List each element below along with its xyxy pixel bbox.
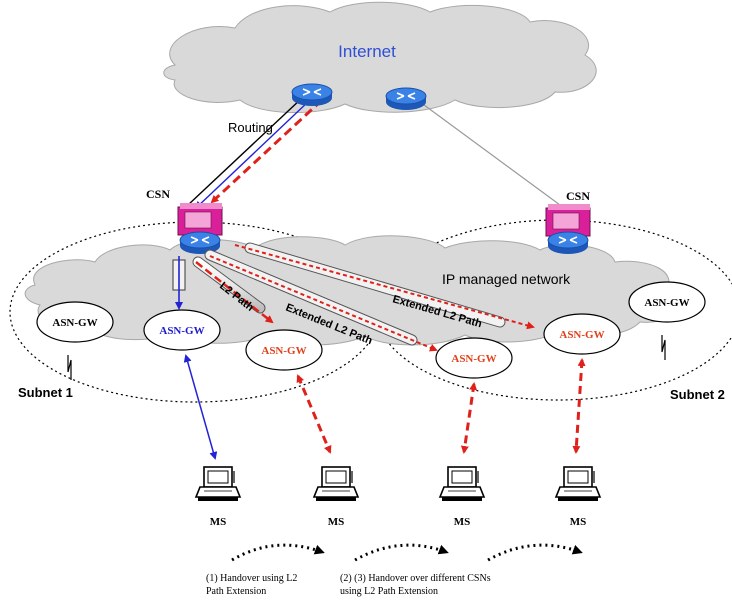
routing-label: Routing	[228, 120, 273, 135]
internet-router-right	[385, 87, 427, 111]
asn-gw-subnet2-right: ASN-GW	[628, 281, 706, 323]
internet-label: Internet	[338, 42, 396, 61]
svg-text:MS: MS	[210, 516, 227, 528]
asn-gw-subnet1-left: ASN-GW	[36, 301, 114, 343]
svg-text:ASN-GW: ASN-GW	[559, 329, 604, 341]
subnet1-antenna	[67, 355, 72, 380]
subnet1-label: Subnet 1	[18, 385, 73, 400]
svg-text:MS: MS	[454, 516, 471, 528]
csn-left-node	[177, 203, 223, 255]
red-path-l2	[195, 261, 274, 324]
asn-gw-target-subnet1: ASN-GW	[245, 329, 323, 371]
subnet2-label: Subnet 2	[670, 387, 725, 402]
ip-network-label: IP managed network	[442, 271, 571, 287]
subnet2-antenna	[661, 335, 666, 360]
red-path-extended-a	[209, 255, 438, 352]
handover-arc-1	[231, 543, 325, 562]
right-csn-link	[419, 101, 561, 206]
ms1-link-blue	[183, 354, 218, 460]
internet-router-left	[291, 83, 333, 107]
asn-gw-target-subnet2-a: ASN-GW	[435, 337, 513, 379]
csn-right-label: CSN	[566, 189, 590, 203]
svg-text:ASN-GW: ASN-GW	[644, 297, 689, 309]
caption-handover23-line1: (2) (3) Handover over different CSNs	[340, 573, 491, 584]
l2-path-tunnel	[192, 256, 266, 314]
ms4-link-red	[572, 358, 586, 454]
routing-red-dashed	[210, 98, 324, 204]
csn-left-label: CSN	[146, 187, 170, 201]
svg-text:MS: MS	[570, 516, 587, 528]
internet-cloud	[163, 1, 597, 114]
ms2-link-red	[296, 374, 332, 454]
red-path-extended-b	[234, 244, 535, 330]
ms-2: MS	[313, 466, 359, 528]
caption-handover23-line2: using L2 Path Extension	[340, 586, 438, 597]
asn-gw-target-subnet2-b: ASN-GW	[543, 313, 621, 355]
ms-1: MS	[195, 466, 241, 528]
ms-3: MS	[439, 466, 485, 528]
ms-4: MS	[555, 466, 601, 528]
asn-gw-serving: ASN-GW	[143, 309, 221, 351]
svg-text:ASN-GW: ASN-GW	[52, 317, 97, 329]
svg-text:ASN-GW: ASN-GW	[261, 345, 306, 357]
ms3-link-red	[460, 382, 478, 454]
handover-arc-2	[354, 543, 449, 562]
routing-black-line	[187, 97, 303, 206]
svg-text:ASN-GW: ASN-GW	[451, 353, 496, 365]
caption-handover1-line1: (1) Handover using L2	[206, 573, 297, 584]
csn-right-node	[545, 204, 591, 255]
svg-text:MS: MS	[328, 516, 345, 528]
caption-handover1-line2: Path Extension	[206, 586, 266, 597]
svg-text:ASN-GW: ASN-GW	[159, 325, 204, 337]
routing-blue-line	[194, 99, 311, 210]
handover-arc-3	[487, 543, 583, 562]
